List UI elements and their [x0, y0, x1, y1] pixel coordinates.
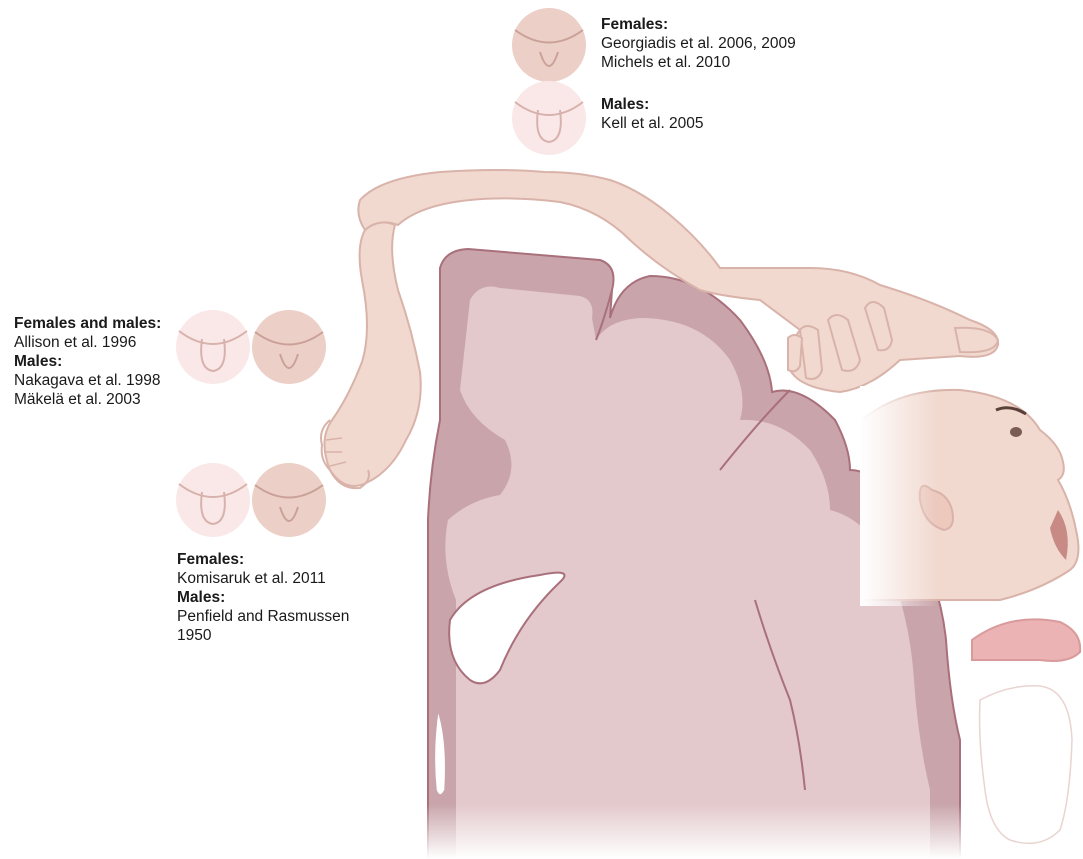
icon-top-male — [512, 81, 586, 155]
left-males-ref-2: Mäkelä et al. 2003 — [14, 390, 161, 409]
top-males-heading: Males: — [601, 95, 704, 114]
left-males-heading: Males: — [14, 352, 161, 371]
homunculus-finger-4 — [788, 335, 802, 371]
icon-bottom-male — [176, 463, 250, 537]
bottom-females-ref-1: Komisaruk et al. 2011 — [177, 569, 349, 588]
icon-top-female — [512, 8, 586, 82]
top-males-block: Males: Kell et al. 2005 — [601, 95, 704, 133]
homunculus-tongue — [972, 619, 1080, 661]
bottom-males-ref-1: Penfield and Rasmussen — [177, 607, 349, 626]
homunculus-limb — [324, 222, 420, 486]
bottom-females-heading: Females: — [177, 550, 349, 569]
left-both-ref-1: Allison et al. 1996 — [14, 333, 161, 352]
bottom-males-ref-2: 1950 — [177, 626, 349, 645]
left-label-block: Females and males: Allison et al. 1996 M… — [14, 314, 161, 409]
icon-left-female — [252, 310, 326, 384]
left-both-heading: Females and males: — [14, 314, 161, 333]
icon-bottom-female — [252, 463, 326, 537]
bottom-label-block: Females: Komisaruk et al. 2011 Males: Pe… — [177, 550, 349, 645]
top-label-block: Females: Georgiadis et al. 2006, 2009 Mi… — [601, 15, 796, 72]
top-females-ref-1: Georgiadis et al. 2006, 2009 — [601, 34, 796, 53]
top-males-ref-1: Kell et al. 2005 — [601, 114, 704, 133]
left-males-ref-1: Nakagava et al. 1998 — [14, 371, 161, 390]
bottom-males-heading: Males: — [177, 588, 349, 607]
top-females-heading: Females: — [601, 15, 796, 34]
homunculus-throat — [980, 686, 1072, 844]
icon-left-male — [176, 310, 250, 384]
homunculus-face — [860, 386, 1080, 606]
top-females-ref-2: Michels et al. 2010 — [601, 53, 796, 72]
